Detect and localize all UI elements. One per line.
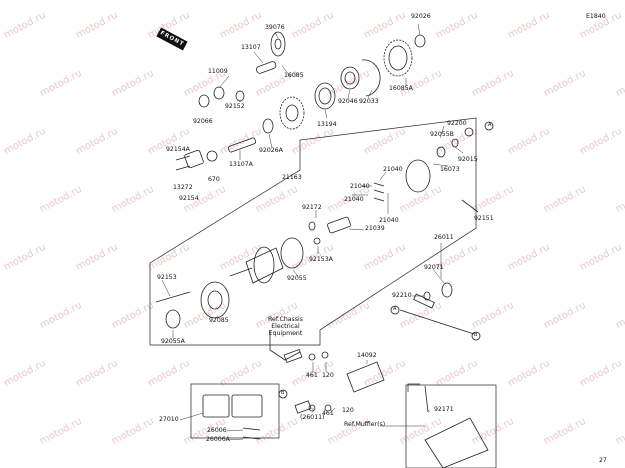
callout-b-relay: B bbox=[281, 390, 285, 396]
part-label: 92154A bbox=[166, 146, 190, 153]
callout-a-top: A bbox=[488, 122, 492, 128]
bolt-92171 bbox=[424, 385, 429, 413]
part-label: 92055B bbox=[430, 131, 454, 138]
part-label: 92046 bbox=[338, 98, 358, 105]
ref-chassis-note: Ref.Chassis Electrical Equipment bbox=[268, 316, 303, 338]
ref-muffler-note: Ref.Muffler(s) bbox=[344, 421, 386, 428]
washer-92026 bbox=[414, 34, 426, 48]
oring-92055a bbox=[165, 309, 181, 329]
part-label: 92055 bbox=[287, 275, 307, 282]
part-label: 92085 bbox=[209, 317, 229, 324]
part-label: 92026 bbox=[411, 13, 431, 20]
part-label: 92026A bbox=[259, 147, 283, 154]
part-label: 92151 bbox=[474, 215, 494, 222]
part-label: 13194 bbox=[317, 121, 337, 128]
part-label: 92055A bbox=[161, 338, 185, 345]
collar-670 bbox=[206, 150, 218, 162]
shaft-13107 bbox=[256, 61, 277, 74]
part-label: 92200 bbox=[447, 120, 467, 127]
part-label: 92154 bbox=[179, 195, 199, 202]
connector-plate bbox=[283, 348, 303, 364]
washer-92026a bbox=[262, 118, 274, 134]
part-label: 92066 bbox=[193, 118, 213, 125]
part-label: 16073 bbox=[440, 166, 460, 173]
bearing-92046 bbox=[340, 66, 360, 90]
part-label: 26006A bbox=[206, 436, 230, 443]
bearing-16085 bbox=[314, 82, 336, 110]
gear-16085a bbox=[383, 39, 413, 77]
bolt-92151 bbox=[461, 199, 479, 213]
part-label: 92171 bbox=[434, 406, 454, 413]
part-label: 92015 bbox=[458, 156, 478, 163]
part-label: 11009 bbox=[208, 68, 228, 75]
part-label: 92210 bbox=[392, 292, 412, 299]
part-label: 39076 bbox=[265, 24, 285, 31]
part-label: 92153A bbox=[309, 256, 333, 263]
part-label: 670 bbox=[208, 176, 220, 183]
starter-motor-frame bbox=[149, 117, 477, 346]
muffler-valve-body bbox=[424, 417, 489, 468]
relay-14092 bbox=[346, 361, 385, 393]
part-label: 21040 bbox=[379, 217, 399, 224]
part-label: 16085A bbox=[389, 85, 413, 92]
front-cover-92085 bbox=[200, 281, 230, 319]
part-label: 92152 bbox=[225, 103, 245, 110]
part-label: 21040 bbox=[383, 166, 403, 173]
part-label: 21040 bbox=[350, 183, 370, 190]
part-label: 26006 bbox=[207, 427, 227, 434]
nut-92066 bbox=[198, 94, 210, 108]
part-label: 92153 bbox=[157, 274, 177, 281]
part-label: 461 bbox=[306, 372, 318, 379]
diagram-code: E1840 bbox=[586, 13, 606, 20]
part-label: 120 bbox=[322, 372, 334, 379]
rod-26011 bbox=[399, 309, 475, 335]
plate-13272 bbox=[184, 149, 204, 169]
part-label: 13107A bbox=[229, 161, 253, 168]
part-label: 26011 bbox=[434, 234, 454, 241]
part-label: 21039 bbox=[365, 225, 385, 232]
oring-92055 bbox=[280, 237, 304, 269]
brush-holder-21039 bbox=[327, 216, 351, 234]
muffler-ref-box bbox=[405, 384, 497, 468]
yoke-assembly bbox=[245, 247, 284, 284]
callout-b-rod: B bbox=[474, 332, 478, 338]
shaft-13107a bbox=[227, 137, 257, 153]
part-label: 27010 bbox=[159, 416, 179, 423]
gear-39076 bbox=[270, 31, 286, 57]
bushing-11009 bbox=[213, 86, 225, 100]
part-label: 92071 bbox=[424, 264, 444, 271]
part-label: 21163 bbox=[282, 174, 302, 181]
callout-a-bottom: A bbox=[393, 306, 397, 312]
page-number: 27 bbox=[599, 457, 607, 464]
part-label: 14092 bbox=[357, 352, 377, 359]
part-label: 461 bbox=[322, 410, 334, 417]
part-label: 120 bbox=[342, 407, 354, 414]
circlip-92033 bbox=[361, 59, 381, 97]
part-label: 92172 bbox=[302, 204, 322, 211]
ref-chassis-leader bbox=[269, 330, 301, 361]
part-label: 13272 bbox=[173, 184, 193, 191]
bracket-92071 bbox=[441, 282, 453, 298]
part-label: (26011) bbox=[300, 414, 325, 421]
part-label: 21040 bbox=[344, 196, 364, 203]
end-cover-16073 bbox=[405, 159, 431, 193]
washer-92152 bbox=[235, 90, 245, 102]
part-label: 16085 bbox=[284, 72, 304, 79]
bolt-92153 bbox=[155, 291, 191, 303]
gear-13194 bbox=[279, 96, 305, 130]
part-label: 13107 bbox=[241, 44, 261, 51]
starter-relay-27010 bbox=[202, 394, 230, 418]
part-label: 92033 bbox=[359, 98, 379, 105]
